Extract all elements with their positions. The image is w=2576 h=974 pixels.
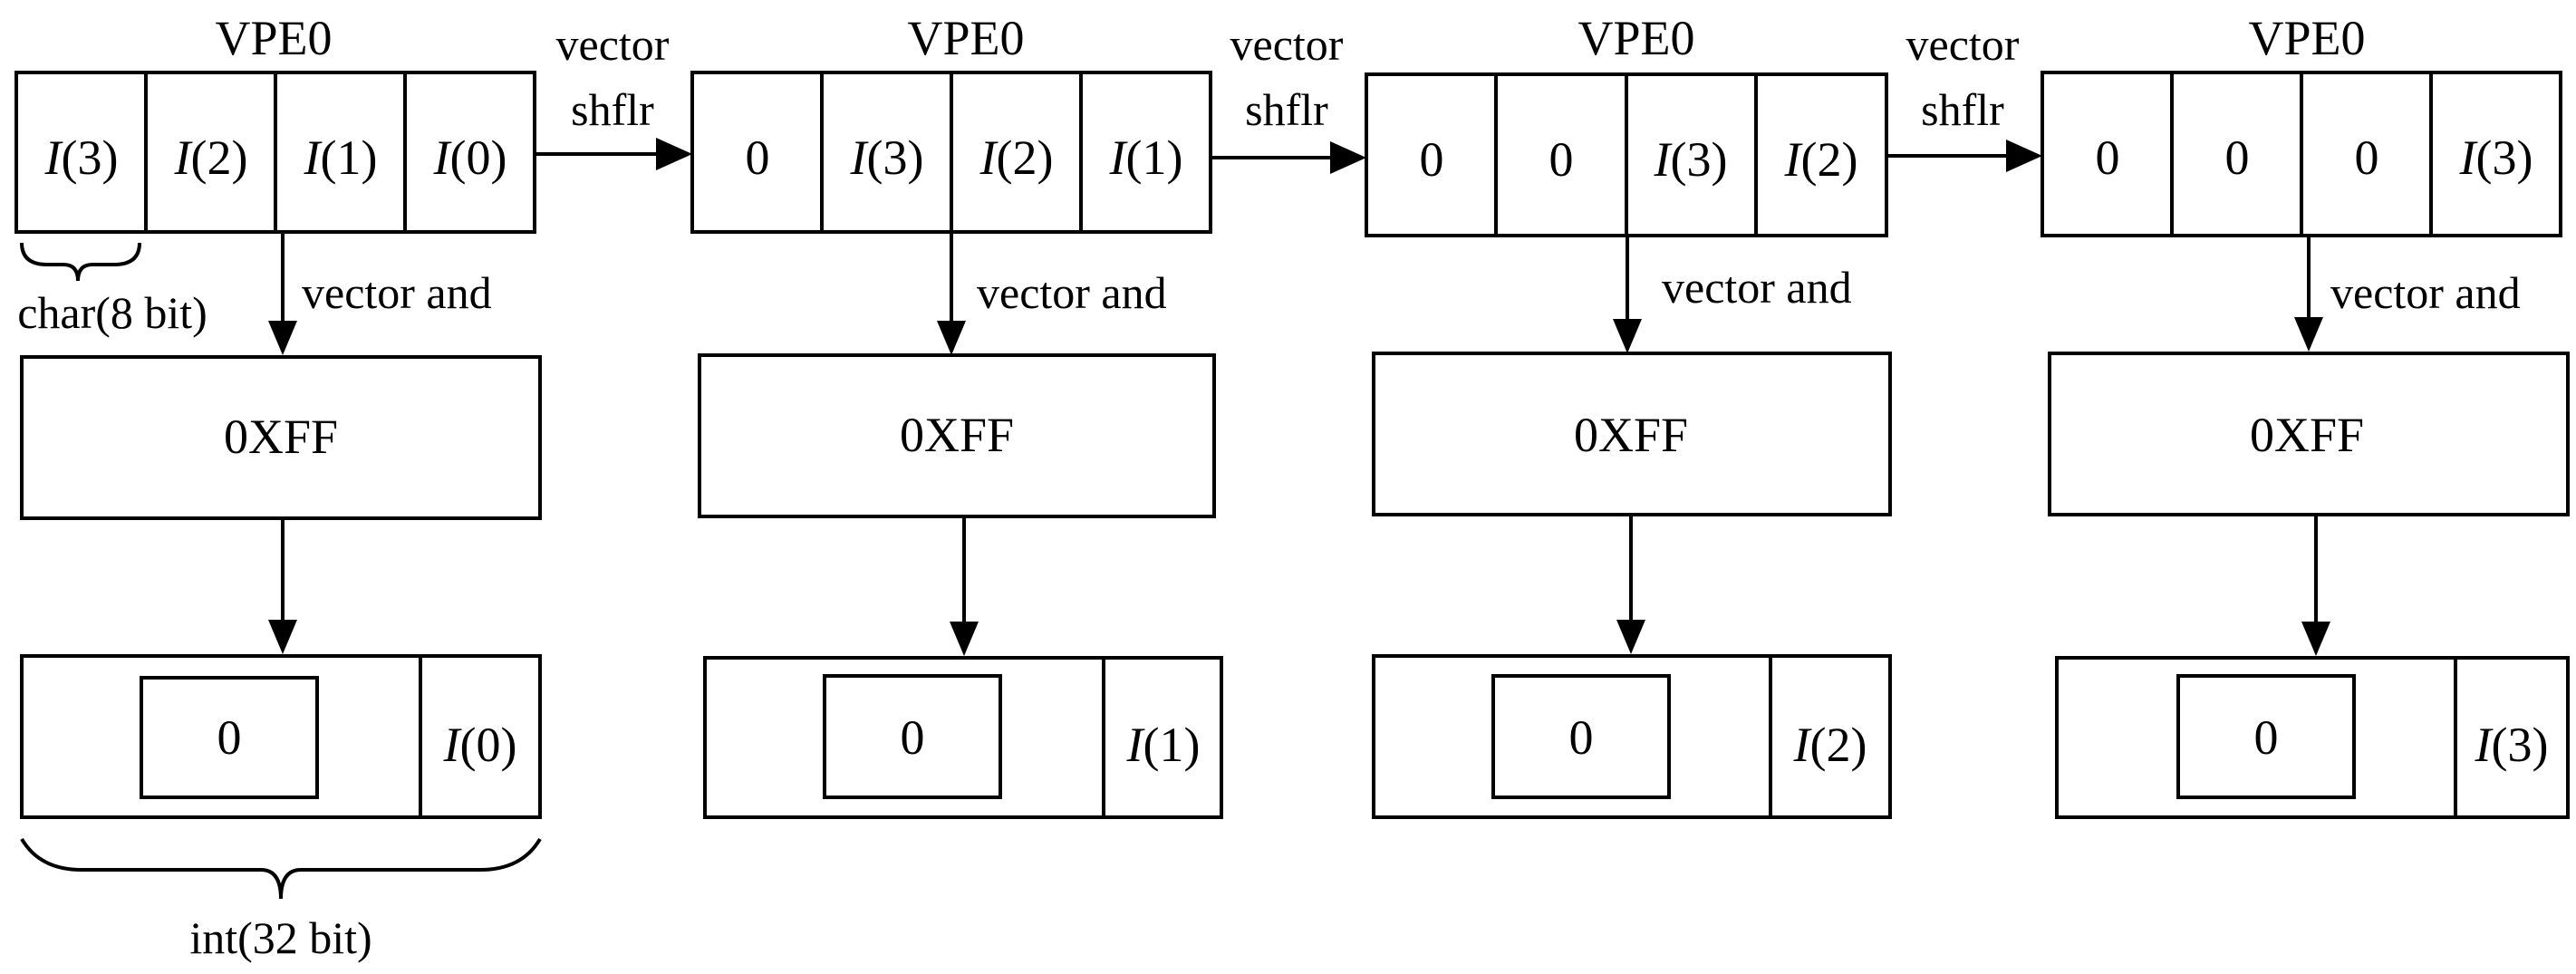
stage-2: VPE0 0 0 I(3) I(2) vector and 0XFF 0 I(2… <box>1365 11 1892 819</box>
register-lane: I(3) <box>1654 132 1728 187</box>
result-zero: 0 <box>217 710 242 765</box>
shuffle-label: shflr <box>1245 84 1328 135</box>
vector-and-label: vector and <box>2330 267 2521 318</box>
shuffle-label: vector <box>1230 19 1344 70</box>
vector-and-label: vector and <box>977 267 1167 318</box>
result-register <box>1372 654 1892 819</box>
arrowhead <box>268 620 297 654</box>
mask-box <box>698 353 1216 518</box>
shuffle-step-2: vector shflr <box>1886 19 2042 172</box>
zero-box <box>140 676 319 799</box>
register-title: VPE0 <box>215 11 332 65</box>
register-lane: 0 <box>2225 130 2250 185</box>
shuffle-step-1: vector shflr <box>1211 19 1366 174</box>
int-width-brace <box>20 837 542 900</box>
arrowhead <box>2294 317 2323 352</box>
arrowhead <box>1613 319 1642 353</box>
register-title: VPE0 <box>907 11 1024 65</box>
result-zero: 0 <box>1569 710 1594 765</box>
char-width-label: char(8 bit) <box>17 287 207 338</box>
arrowhead <box>1616 620 1645 654</box>
register-lane: I(0) <box>433 130 507 185</box>
register-title: VPE0 <box>2248 11 2365 65</box>
arrowhead <box>950 622 979 656</box>
register-lane: 0 <box>746 130 770 185</box>
stage-0: VPE0 I(3) I(2) I(1) I(0) char(8 bit) vec… <box>14 11 542 963</box>
zero-box <box>2176 674 2356 799</box>
result-register <box>2055 656 2570 819</box>
arrowhead <box>2301 622 2330 656</box>
zero-box <box>823 674 1002 799</box>
shuffle-label: vector <box>1906 19 2020 70</box>
zero-box <box>1491 674 1671 799</box>
arrowhead <box>2006 140 2042 172</box>
shuffle-label: vector <box>556 19 670 70</box>
stage-1: VPE0 0 I(3) I(2) I(1) vector and 0XFF 0 … <box>690 11 1223 819</box>
result-value: I(2) <box>1793 718 1867 772</box>
vector-and-label: vector and <box>302 267 492 318</box>
register-lane: I(3) <box>44 130 119 185</box>
register-lane: I(2) <box>1784 132 1858 187</box>
mask-label: 0XFF <box>224 410 338 464</box>
result-zero: 0 <box>901 710 925 765</box>
register-lane: I(3) <box>850 130 924 185</box>
int-width-label: int(32 bit) <box>189 912 371 963</box>
register-lane: I(1) <box>1109 130 1183 185</box>
register-lane: I(2) <box>979 130 1054 185</box>
result-value: I(1) <box>1126 718 1201 772</box>
register-lane: I(1) <box>304 130 378 185</box>
register-lane: I(3) <box>2459 130 2533 185</box>
mask-label: 0XFF <box>900 408 1014 462</box>
arrowhead <box>1330 141 1366 174</box>
mask-label: 0XFF <box>2250 408 2364 462</box>
char-width-brace <box>20 242 141 282</box>
register-lane: 0 <box>2355 130 2379 185</box>
result-zero: 0 <box>2254 710 2279 765</box>
vector-and-label: vector and <box>1662 262 1852 313</box>
register-lane: 0 <box>1549 132 1574 187</box>
register-lane: 0 <box>2096 130 2120 185</box>
arrowhead <box>268 321 297 355</box>
arrowhead <box>937 321 966 355</box>
result-register <box>20 654 542 819</box>
mask-label: 0XFF <box>1574 408 1688 462</box>
arrowhead <box>656 138 692 170</box>
shuffle-label: shflr <box>571 84 654 135</box>
shuffle-step-0: vector shflr <box>535 19 692 170</box>
mask-box <box>2048 352 2570 516</box>
register-lane: 0 <box>1420 132 1444 187</box>
shuffle-label: shflr <box>1921 84 2004 135</box>
result-register <box>703 656 1223 819</box>
register-title: VPE0 <box>1577 11 1694 65</box>
result-value: I(0) <box>443 718 517 772</box>
result-value: I(3) <box>2475 718 2549 772</box>
register-lane: I(2) <box>174 130 248 185</box>
stage-3: VPE0 0 0 0 I(3) vector and 0XFF 0 I(3) <box>2041 11 2570 819</box>
